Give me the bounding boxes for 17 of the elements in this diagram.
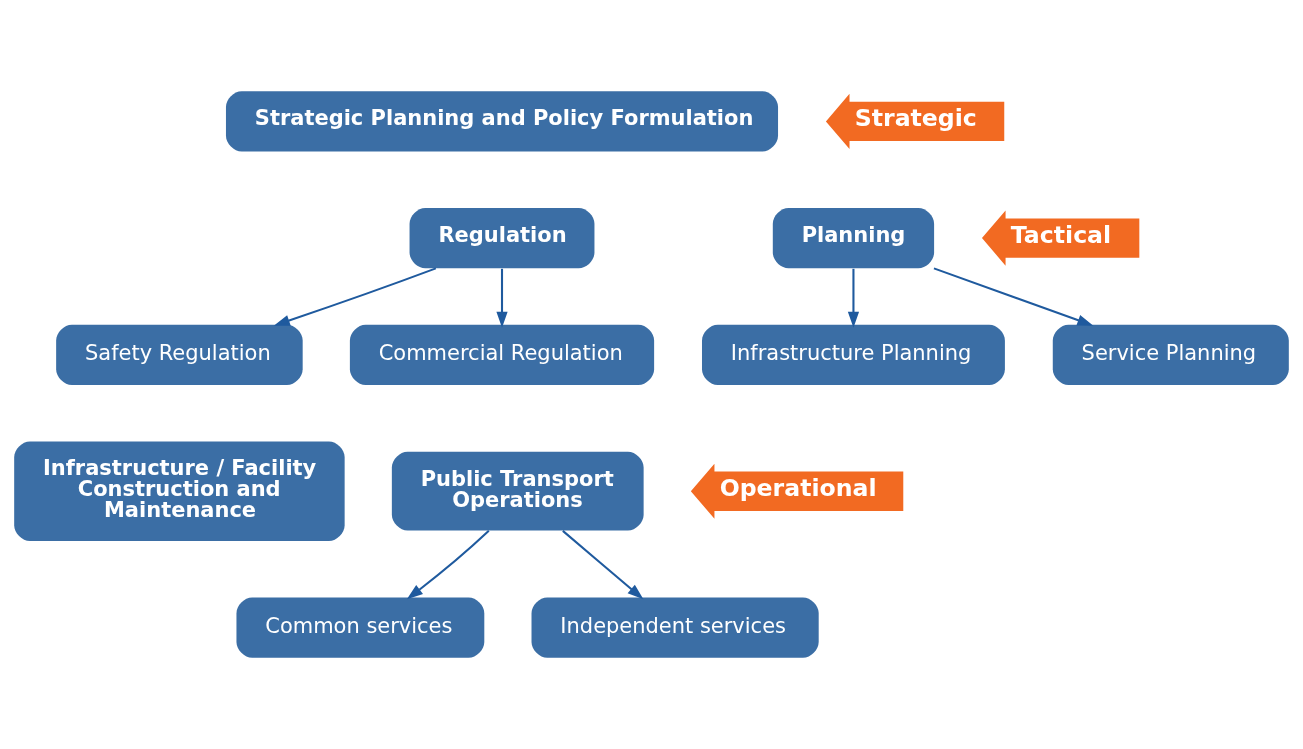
node-box: Safety Regulation xyxy=(56,324,303,385)
node-box: Strategic Planning and Policy Formulation xyxy=(225,91,779,152)
arrow xyxy=(406,530,490,600)
node-box: Service Planning xyxy=(1052,324,1289,385)
node-box: Independent services xyxy=(531,597,819,658)
arrow xyxy=(847,268,860,328)
arrow xyxy=(496,268,508,328)
node-box: Regulation xyxy=(409,207,595,269)
node-box: Infrastructure Planning xyxy=(702,324,1005,385)
node-box: Public Transport Operations xyxy=(391,451,644,531)
arrow xyxy=(273,267,437,326)
arrow xyxy=(933,267,1094,326)
node-box: Common services xyxy=(236,597,485,658)
node-box: Planning xyxy=(772,207,935,269)
arrow xyxy=(562,530,644,600)
node-box: Infrastructure / Facility Construction and Maintenance xyxy=(14,441,345,542)
node-box: Commercial Regulation xyxy=(349,324,655,385)
